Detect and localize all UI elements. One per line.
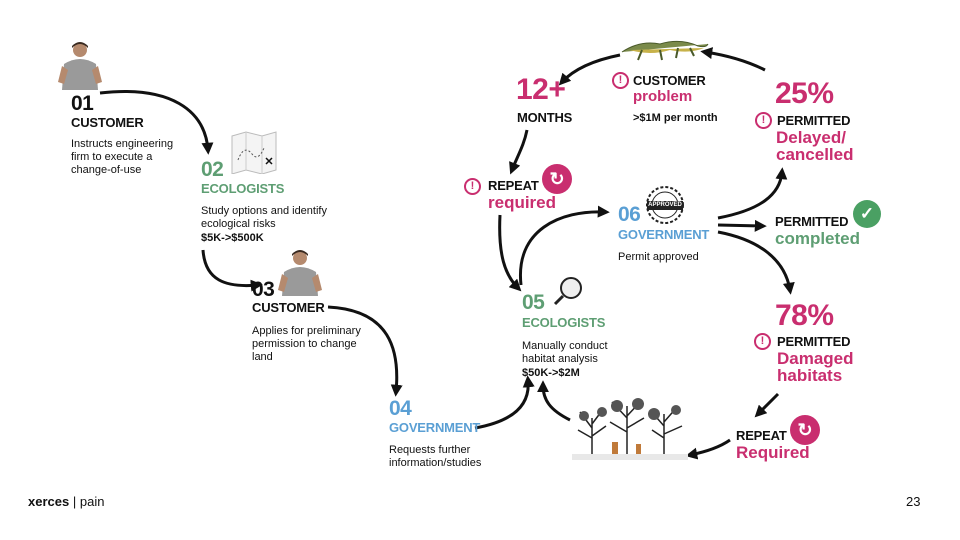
damaged-sub-2: habitats xyxy=(777,366,843,385)
warning-icon-customer: ! xyxy=(612,72,629,89)
step-03-description: Applies for preliminary permission to ch… xyxy=(252,325,361,363)
step-02-cost: $5K->$500K xyxy=(201,232,264,244)
repeat-bottom-sub: Required xyxy=(736,443,810,462)
step-04-description: Requests further information/studies xyxy=(389,444,482,469)
footer: xerces | pain xyxy=(28,494,104,510)
refresh-icon-top: ↻ xyxy=(542,164,572,194)
delayed-sub-1: Delayed/ xyxy=(776,128,846,147)
arrow-06-completed xyxy=(717,219,767,232)
step-02-number: 02 xyxy=(201,158,224,181)
repeat-top-sub: required xyxy=(488,193,557,212)
step-02-role: ECOLOGISTS xyxy=(201,181,285,196)
step-03-number: 03 xyxy=(252,278,275,301)
customer-problem-label: CUSTOMER xyxy=(633,73,706,88)
approved-stamp-icon: APPROVED xyxy=(645,185,685,225)
customer-person-icon-2 xyxy=(278,250,322,296)
step-05-number: 05 xyxy=(522,291,545,314)
magnifier-icon xyxy=(553,277,582,306)
refresh-icon-bottom: ↻ xyxy=(790,415,820,445)
arrow-02-03 xyxy=(201,249,263,292)
arrow-repeat-trees xyxy=(685,438,731,460)
completed-label: PERMITTED xyxy=(775,214,849,229)
arrow-delayed-salamander xyxy=(700,47,766,72)
warning-icon-delayed: ! xyxy=(755,112,772,129)
arrow-04-05 xyxy=(474,375,535,430)
map-icon xyxy=(231,131,277,174)
step-06-number: 06 xyxy=(618,203,641,226)
arrow-05-06 xyxy=(518,205,610,286)
customer-problem-sub: problem xyxy=(633,88,693,105)
months-label: MONTHS xyxy=(517,110,573,125)
footer-brand: xerces xyxy=(28,494,70,509)
page-number: 23 xyxy=(906,494,921,509)
warning-icon-repeat-top: ! xyxy=(464,178,481,195)
step-06-description: Permit approved xyxy=(618,251,699,263)
delayed-sub-2: cancelled xyxy=(776,145,854,164)
step-02-description: Study options and identify ecological ri… xyxy=(201,205,327,230)
arrow-03-04 xyxy=(327,305,403,397)
footer-separator: | xyxy=(72,494,77,509)
customer-person-icon xyxy=(58,42,102,90)
step-05-description: Manually conduct habitat analysis xyxy=(522,340,608,365)
arrow-06-damaged xyxy=(717,230,795,295)
step-05-role: ECOLOGISTS xyxy=(522,315,606,330)
trees-icon xyxy=(572,398,688,460)
arrow-damaged-repeat xyxy=(754,392,780,418)
arrow-01-02 xyxy=(99,90,214,155)
step-01-description: Instructs engineering firm to execute a … xyxy=(71,138,174,176)
step-01-number: 01 xyxy=(71,92,94,115)
step-03-role: CUSTOMER xyxy=(252,300,325,315)
step-04-role: GOVERNMENT xyxy=(389,420,481,435)
delayed-label: PERMITTED xyxy=(777,113,851,128)
arrow-trees-05 xyxy=(537,380,571,422)
delayed-value: 25% xyxy=(775,77,834,110)
repeat-bottom-label: REPEAT xyxy=(736,428,787,443)
warning-icon-damaged: ! xyxy=(754,333,771,350)
damaged-sub-1: Damaged xyxy=(777,349,854,368)
approved-stamp-text: APPROVED xyxy=(648,202,682,208)
arrow-06-delayed xyxy=(717,167,788,220)
step-01-role: CUSTOMER xyxy=(71,115,144,130)
arrow-salamander-months xyxy=(558,53,621,86)
footer-section: pain xyxy=(79,494,105,509)
customer-problem-detail: >$1M per month xyxy=(633,112,718,124)
completed-sub: completed xyxy=(775,229,861,248)
salamander-icon xyxy=(621,40,709,61)
damaged-value: 78% xyxy=(775,299,834,332)
repeat-top-label: REPEAT xyxy=(488,178,539,193)
step-05-cost: $50K->$2M xyxy=(522,367,580,379)
arrow-months-repeat xyxy=(509,129,529,175)
check-icon: ✓ xyxy=(853,200,881,228)
step-04-number: 04 xyxy=(389,397,412,420)
months-value: 12+ xyxy=(516,73,566,106)
step-06-role: GOVERNMENT xyxy=(618,227,710,242)
arrow-repeat-05 xyxy=(498,214,522,292)
damaged-label: PERMITTED xyxy=(777,334,851,349)
